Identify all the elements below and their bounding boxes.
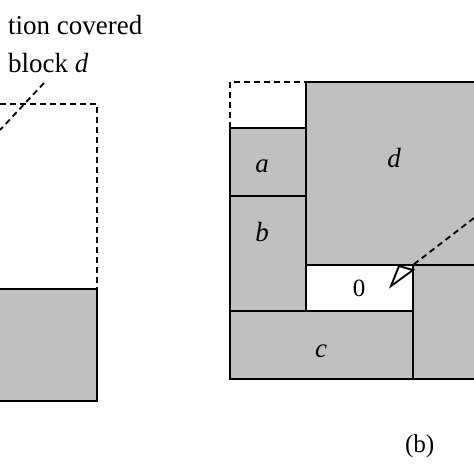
block-right-lower: [412, 264, 474, 380]
block-b-label: b: [255, 217, 269, 247]
right-panel: [229, 81, 474, 380]
block-c-label: c: [315, 333, 327, 363]
right-annotation-pointer: [412, 217, 474, 266]
panel-label-b: (b): [405, 431, 434, 458]
block-a-label: a: [255, 148, 269, 178]
right-dashed-region: [229, 81, 306, 128]
left-panel: [0, 82, 98, 402]
left-dashed-region: [0, 103, 98, 289]
block-b: [229, 195, 307, 312]
gap-label: 0: [353, 275, 366, 302]
annotation-line-1: tion covered: [8, 10, 143, 40]
block-a: [229, 127, 307, 197]
annotation-block-word: block: [8, 48, 75, 78]
left-block: [0, 288, 98, 402]
annotation-line-2: block d: [8, 48, 89, 78]
block-d-label: d: [387, 143, 401, 173]
left-annotation-pointer: [0, 82, 45, 131]
pointer-arrowhead: [388, 264, 416, 289]
block-c: [229, 310, 414, 380]
annotation-block-var: d: [75, 48, 89, 78]
